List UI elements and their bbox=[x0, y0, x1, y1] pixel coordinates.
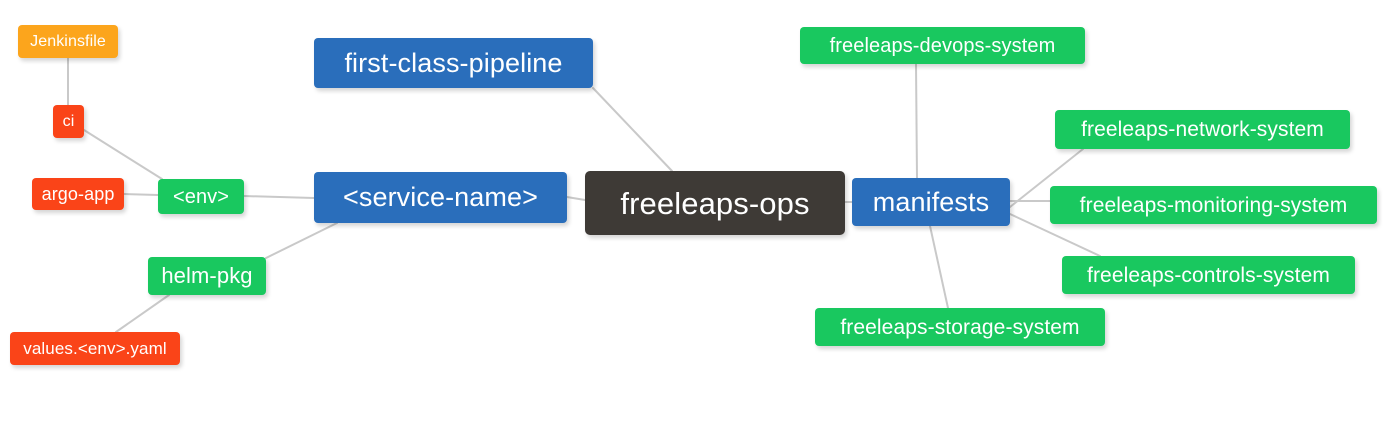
mindmap-node-env[interactable]: <env> bbox=[158, 179, 244, 214]
mindmap-node-manifests[interactable]: manifests bbox=[852, 178, 1010, 226]
edge-values-env-yaml-to-helm-pkg bbox=[115, 294, 170, 333]
mindmap-node-service-name[interactable]: <service-name> bbox=[314, 172, 567, 223]
edge-argo-app-to-env bbox=[123, 193, 159, 196]
mindmap-node-Jenkinsfile[interactable]: Jenkinsfile bbox=[18, 25, 118, 58]
mindmap-node-values-env-yaml[interactable]: values.<env>.yaml bbox=[10, 332, 180, 365]
mindmap-node-freeleaps-monitoring-system[interactable]: freeleaps-monitoring-system bbox=[1050, 186, 1377, 224]
edge-helm-pkg-to-service-name bbox=[265, 222, 338, 259]
edge-first-class-pipeline-to-freeleaps-ops bbox=[592, 87, 673, 172]
mindmap-node-freeleaps-devops-system[interactable]: freeleaps-devops-system bbox=[800, 27, 1085, 64]
mindmap-node-argo-app[interactable]: argo-app bbox=[32, 178, 124, 210]
mindmap-node-freeleaps-controls-system[interactable]: freeleaps-controls-system bbox=[1062, 256, 1355, 294]
edge-manifests-to-freeleaps-storage-system bbox=[929, 225, 949, 309]
mindmap-node-freeleaps-network-system[interactable]: freeleaps-network-system bbox=[1055, 110, 1350, 149]
edge-ci-to-env bbox=[83, 129, 163, 180]
mindmap-node-freeleaps-ops[interactable]: freeleaps-ops bbox=[585, 171, 845, 235]
mindmap-node-freeleaps-storage-system[interactable]: freeleaps-storage-system bbox=[815, 308, 1105, 346]
edge-env-to-service-name bbox=[243, 195, 315, 199]
mindmap-node-ci[interactable]: ci bbox=[53, 105, 84, 138]
edge-service-name-to-freeleaps-ops bbox=[566, 196, 586, 201]
mindmap-node-helm-pkg[interactable]: helm-pkg bbox=[148, 257, 266, 295]
edge-manifests-to-freeleaps-devops-system bbox=[915, 63, 918, 179]
mindmap-node-first-class-pipeline[interactable]: first-class-pipeline bbox=[314, 38, 593, 88]
